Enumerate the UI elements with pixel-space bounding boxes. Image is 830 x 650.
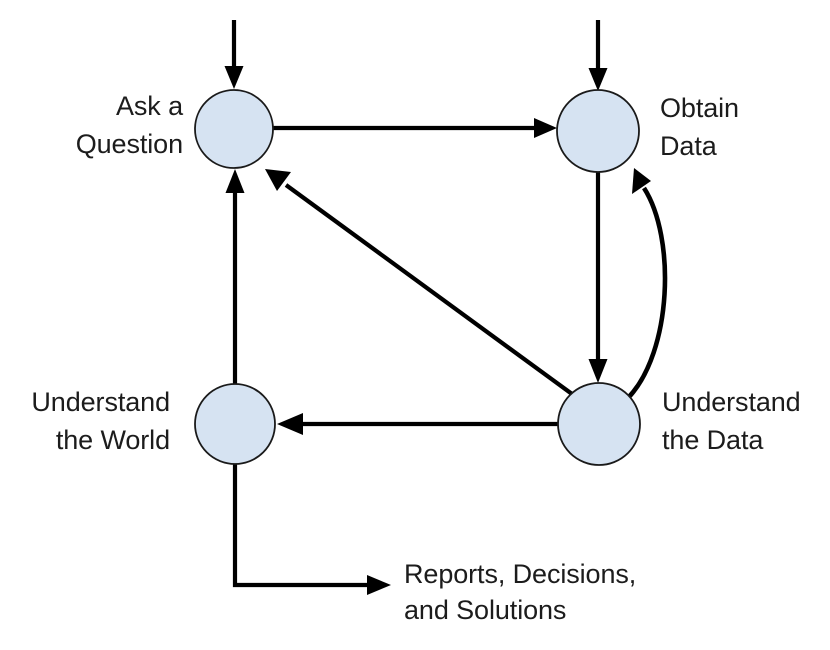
label-understand-the-world-line2: the World: [56, 425, 170, 455]
arrowhead-icon: [225, 169, 245, 193]
edge-understand-the-data-to-obtain-data: [626, 168, 668, 400]
label-obtain-data-line2: Data: [660, 131, 718, 161]
edge-input-to-ask-a-question: [224, 20, 244, 89]
arrowhead-icon: [265, 169, 291, 191]
label-understand-the-data-line2: the Data: [662, 425, 764, 455]
label-obtain-data-line1: Obtain: [660, 93, 739, 123]
label-understand-the-world-line1: Understand: [31, 387, 170, 417]
arrowhead-icon: [588, 359, 608, 383]
arrowhead-icon: [588, 68, 608, 91]
label-ask-a-question-line2: Question: [76, 129, 183, 159]
label-output-line1: Reports, Decisions,: [404, 559, 636, 589]
label-output-line2: and Solutions: [404, 595, 566, 625]
arrowhead-icon: [277, 413, 303, 435]
edge-understand-the-data-to-understand-the-world: [277, 413, 558, 435]
label-ask-a-question-line1: Ask a: [116, 91, 184, 121]
node-ask-a-question[interactable]: [194, 89, 274, 169]
node-obtain-data[interactable]: [556, 89, 640, 173]
arrowhead-icon: [632, 168, 651, 194]
edge-understand-the-world-to-ask-a-question: [225, 169, 245, 384]
edge-obtain-data-to-understand-the-data: [588, 172, 608, 383]
node-understand-the-world[interactable]: [194, 383, 276, 465]
arrowhead-icon: [367, 575, 391, 595]
arrowhead-icon: [534, 118, 557, 138]
label-understand-the-data-line1: Understand: [662, 387, 801, 417]
edge-ask-a-question-to-obtain-data: [273, 118, 557, 138]
edge-understand-the-data-to-ask-a-question: [265, 169, 574, 396]
edge-input-to-obtain-data: [588, 20, 608, 91]
node-understand-the-data[interactable]: [557, 382, 641, 466]
arrowhead-icon: [224, 66, 244, 89]
edge-understand-the-world-to-output: [232, 464, 391, 595]
